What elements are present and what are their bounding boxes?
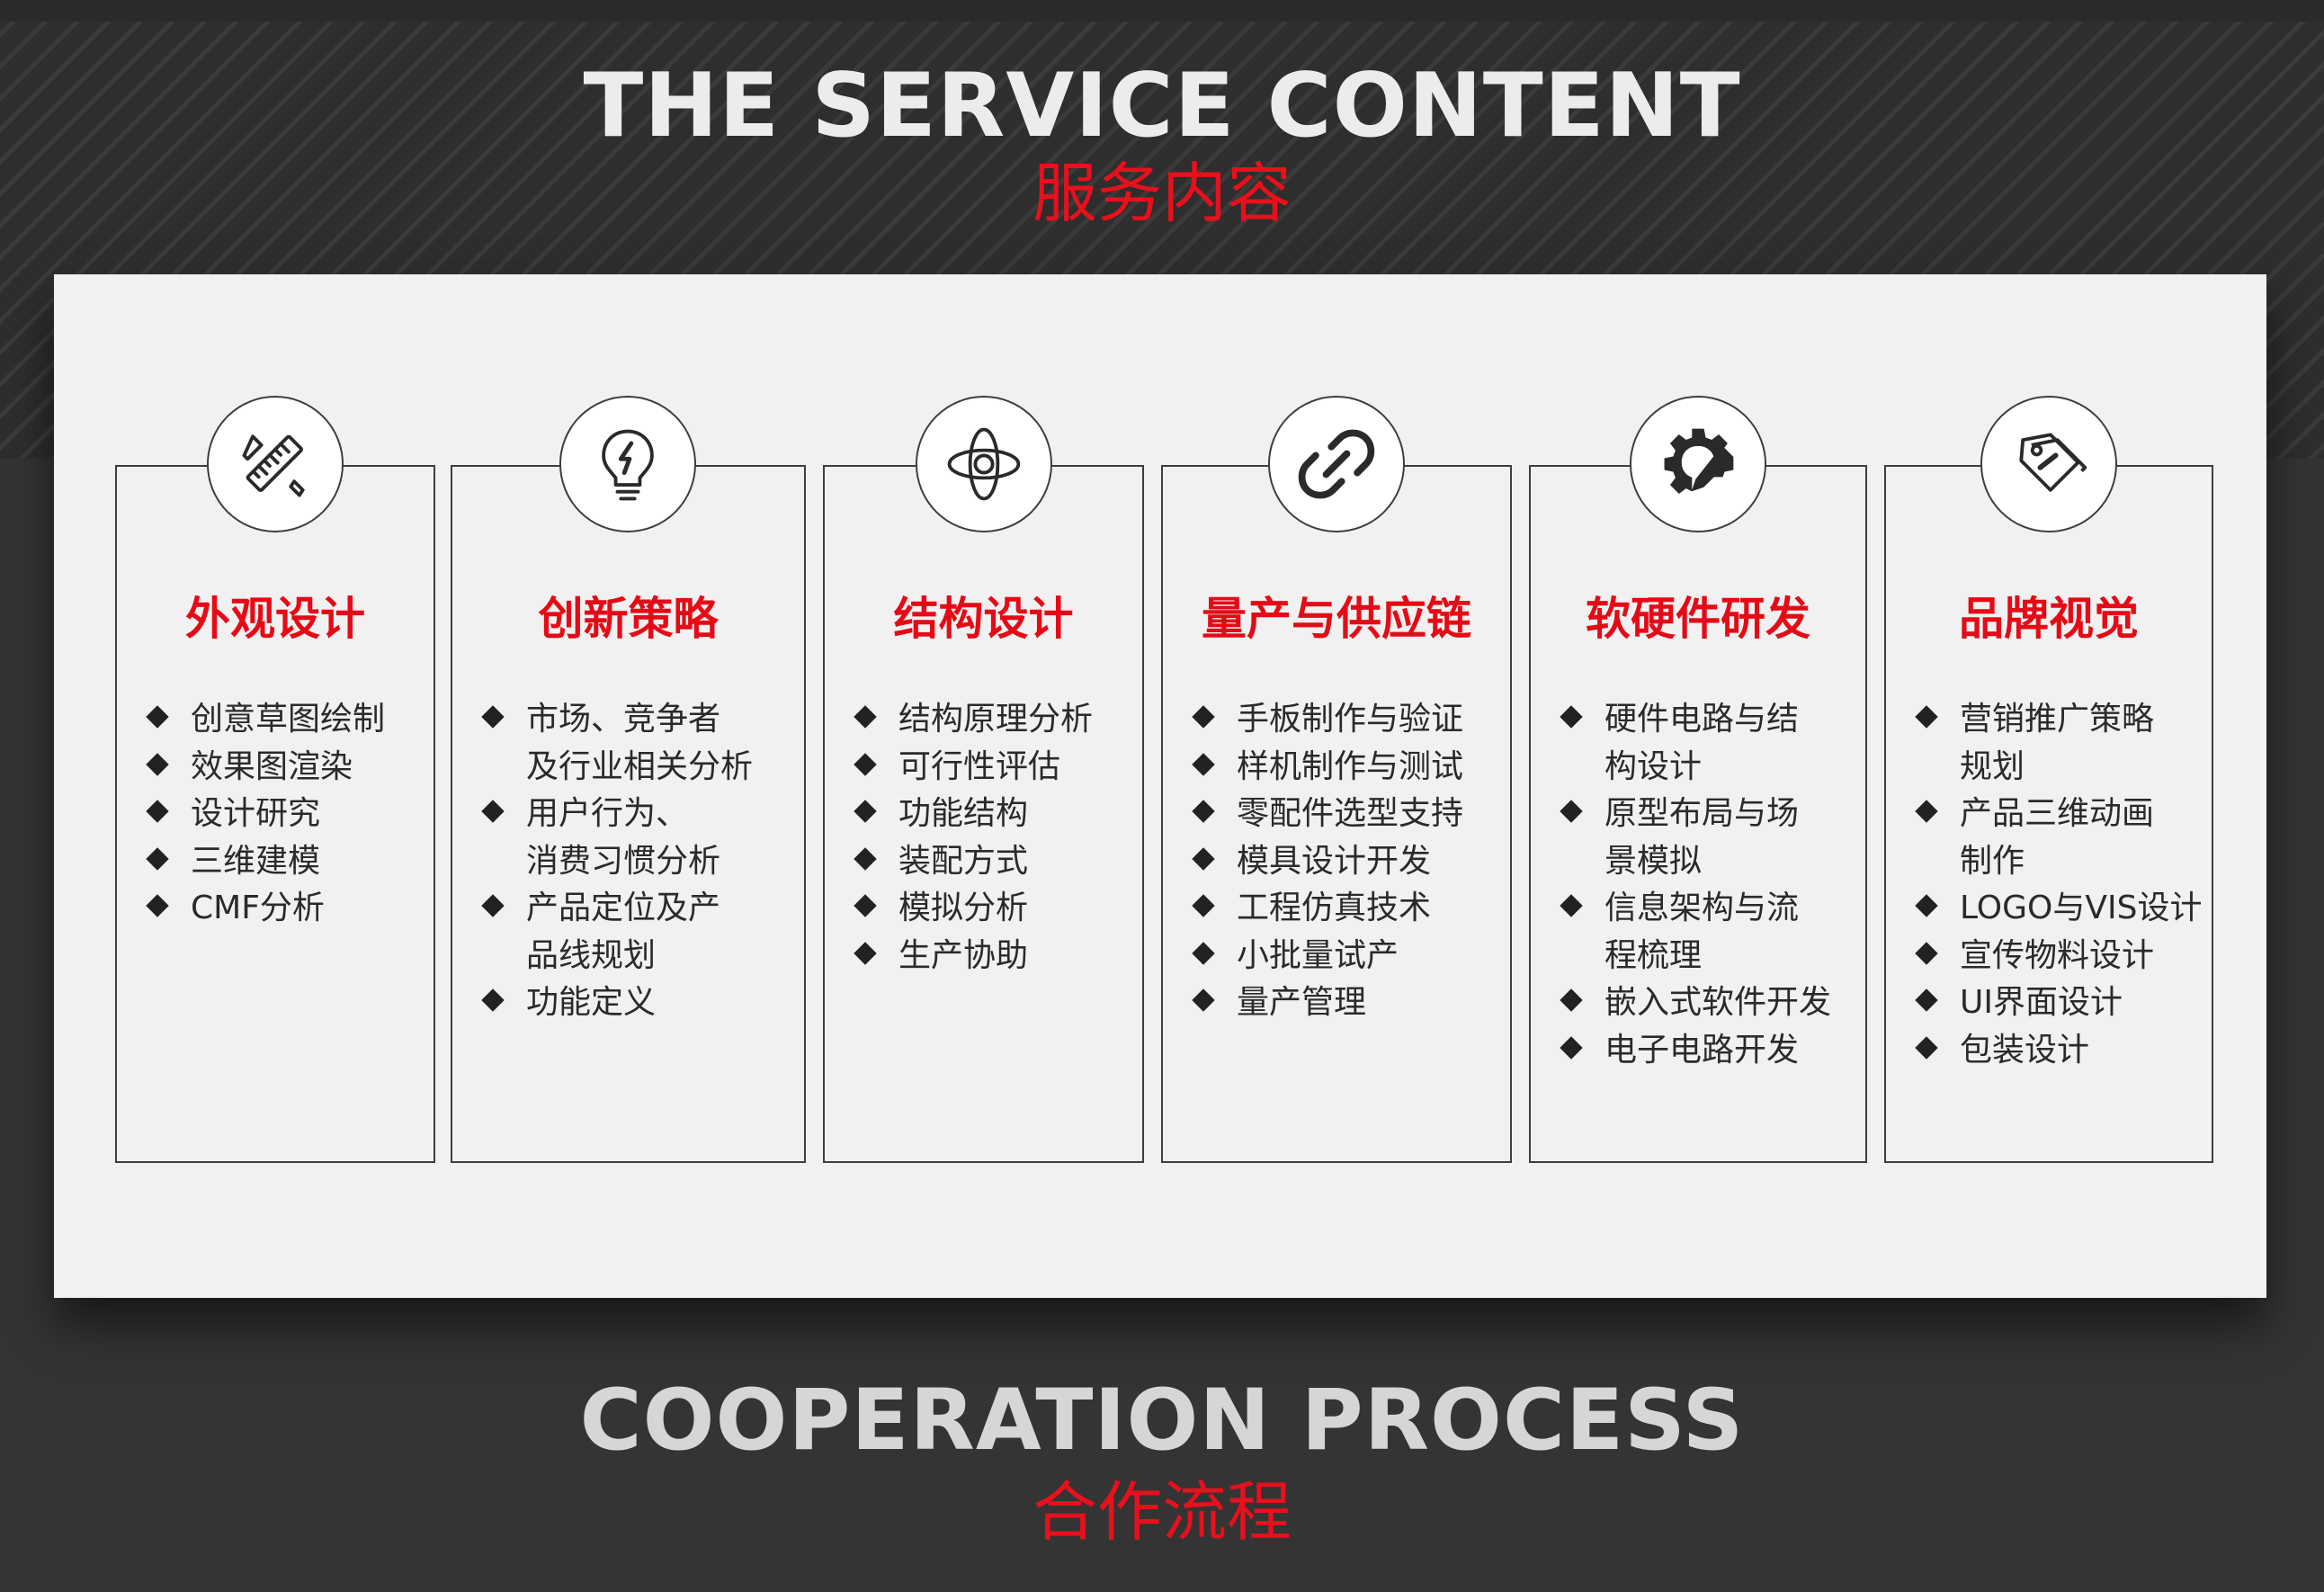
service-item-list: 营销推广策略规划 产品三维动画制作 LOGO与VIS设计 宣传物料设计 UI界面… [1913,696,2204,1074]
lightbulb-icon [559,396,696,532]
list-item: 产品三维动画制作 [1913,791,2204,885]
list-item: 产品定位及产品线规划 [479,885,797,979]
service-item-list: 创意草图绘制 效果图渲染 设计研究 三维建模 CMF分析 [144,696,426,933]
list-item: 市场、竞争者及行业相关分析 [479,696,797,791]
list-item: 量产管理 [1190,979,1503,1027]
ruler-pencil-icon [207,396,344,532]
section-title-zh: 服务内容 [1032,156,1292,231]
process-title-zh: 合作流程 [1032,1474,1292,1550]
list-item: 装配方式 [852,838,1135,886]
tag-icon [1980,396,2117,532]
service-title: 创新策略 [538,593,719,645]
list-item: 功能定义 [479,979,797,1027]
service-title: 软硬件研发 [1586,593,1810,645]
list-item: 宣传物料设计 [1913,933,2204,980]
list-item: 包装设计 [1913,1027,2204,1075]
service-card-rd: 软硬件研发 硬件电路与结构设计 原型布局与场景模拟 信息架构与流程梳理 嵌入式软… [1529,465,1867,1163]
section-title-en: THE SERVICE CONTENT [583,55,1741,157]
list-item: 原型布局与场景模拟 [1558,791,1858,885]
service-card-appearance: 外观设计 创意草图绘制 效果图渲染 设计研究 三维建模 CMF分析 [115,465,435,1163]
service-title: 品牌视觉 [1959,593,2139,645]
list-item: LOGO与VIS设计 [1913,885,2204,933]
list-item: 生产协助 [852,933,1135,980]
list-item: 设计研究 [144,791,426,838]
list-item: 模拟分析 [852,885,1135,933]
orbit-icon [916,396,1052,532]
top-edge-bar [0,0,2324,22]
service-item-list: 手板制作与验证 样机制作与测试 零配件选型支持 模具设计开发 工程仿真技术 小批… [1190,696,1503,1027]
service-title: 量产与供应链 [1202,593,1471,645]
list-item: 小批量试产 [1190,933,1503,980]
list-item: 工程仿真技术 [1190,885,1503,933]
list-item: 用户行为、消费习惯分析 [479,791,797,885]
list-item: UI界面设计 [1913,979,2204,1027]
list-item: 营销推广策略规划 [1913,696,2204,791]
list-item: 零配件选型支持 [1190,791,1503,838]
list-item: 创意草图绘制 [144,696,426,744]
service-item-list: 市场、竞争者及行业相关分析 用户行为、消费习惯分析 产品定位及产品线规划 功能定… [479,696,797,1027]
list-item: 三维建模 [144,838,426,886]
process-title-en: COOPERATION PROCESS [579,1372,1745,1470]
list-item: 嵌入式软件开发 [1558,979,1858,1027]
services-panel: 外观设计 创意草图绘制 效果图渲染 设计研究 三维建模 CMF分析 创新策略 市… [54,274,2266,1298]
list-item: 电子电路开发 [1558,1027,1858,1075]
list-item: 结构原理分析 [852,696,1135,744]
list-item: 效果图渲染 [144,744,426,792]
service-item-list: 硬件电路与结构设计 原型布局与场景模拟 信息架构与流程梳理 嵌入式软件开发 电子… [1558,696,1858,1074]
gear-pencil-icon [1630,396,1766,532]
chain-link-icon [1268,396,1405,532]
service-card-production: 量产与供应链 手板制作与验证 样机制作与测试 零配件选型支持 模具设计开发 工程… [1161,465,1512,1163]
list-item: 可行性评估 [852,744,1135,792]
list-item: 功能结构 [852,791,1135,838]
list-item: CMF分析 [144,885,426,933]
service-title: 外观设计 [185,593,365,645]
list-item: 信息架构与流程梳理 [1558,885,1858,979]
service-title: 结构设计 [893,593,1074,645]
list-item: 手板制作与验证 [1190,696,1503,744]
service-card-structure: 结构设计 结构原理分析 可行性评估 功能结构 装配方式 模拟分析 生产协助 [823,465,1144,1163]
list-item: 模具设计开发 [1190,838,1503,886]
service-card-brand: 品牌视觉 营销推广策略规划 产品三维动画制作 LOGO与VIS设计 宣传物料设计… [1884,465,2213,1163]
list-item: 硬件电路与结构设计 [1558,696,1858,791]
list-item: 样机制作与测试 [1190,744,1503,792]
service-item-list: 结构原理分析 可行性评估 功能结构 装配方式 模拟分析 生产协助 [852,696,1135,979]
service-card-innovation: 创新策略 市场、竞争者及行业相关分析 用户行为、消费习惯分析 产品定位及产品线规… [451,465,806,1163]
